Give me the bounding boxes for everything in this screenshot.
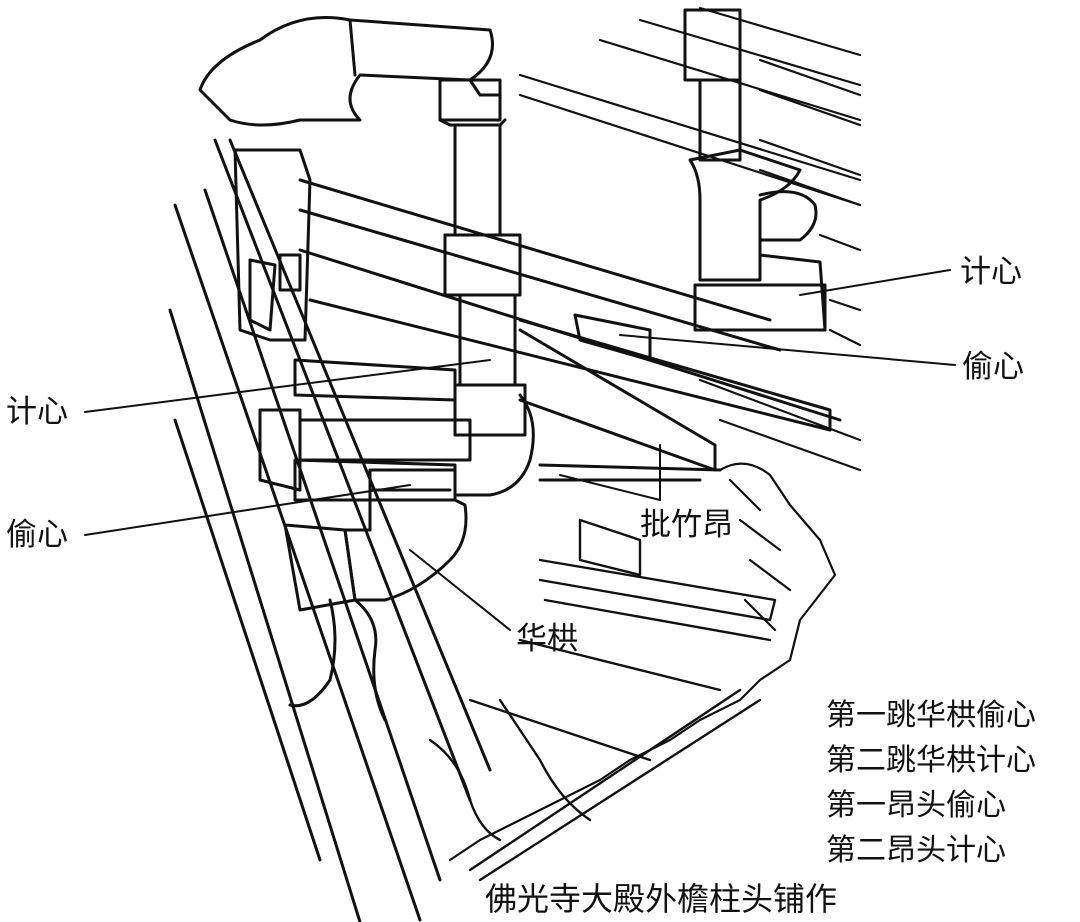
huagong-bracket: [283, 468, 468, 722]
legend: 第一跳华栱偷心 第二跳华栱计心 第一昂头偷心 第二昂头计心: [826, 693, 1036, 873]
ang-arms: [298, 178, 842, 482]
label-touxin-left: 偷心: [6, 517, 68, 553]
leader-pizhuang-1: [559, 474, 661, 501]
label-jixin-left: 计心: [6, 394, 68, 430]
leader-touxin-right: [619, 334, 956, 366]
leader-huagong: [409, 549, 511, 631]
central-column: [438, 78, 527, 437]
lower-boards: [428, 518, 777, 882]
legend-item: 第二跳华栱计心: [826, 743, 1036, 778]
upper-block: [198, 16, 502, 127]
label-huagong: 华栱: [516, 621, 578, 657]
roof-rafters: [518, 6, 862, 472]
label-jixin-right: 计心: [960, 254, 1022, 290]
leader-jixin-right: [799, 269, 951, 296]
legend-item: 第一昂头偷心: [826, 788, 1006, 823]
legend-item: 第一跳华栱偷心: [826, 698, 1036, 733]
bracket-arms-left: [233, 148, 535, 502]
label-touxin-right: 偷心: [962, 349, 1024, 385]
figure-caption: 佛光寺大殿外檐柱头铺作: [485, 880, 838, 918]
legend-item: 第二昂头计心: [826, 833, 1006, 868]
right-column: [683, 8, 827, 332]
ceiling-edge: [448, 462, 837, 862]
label-pizhuang: 批竹昂: [640, 507, 733, 543]
leader-jixin-left: [84, 359, 491, 413]
leader-lines: [84, 269, 956, 631]
leader-touxin-left: [84, 484, 411, 536]
eave-beams: [168, 138, 492, 922]
